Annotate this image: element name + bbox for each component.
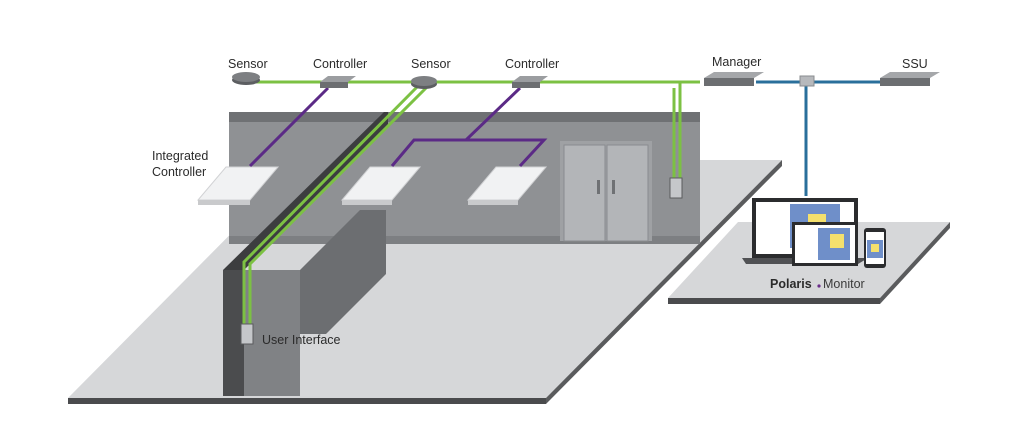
polaris-monitor-logo: Polaris Monitor	[770, 277, 865, 291]
wall-switch-partition	[240, 323, 254, 345]
phone-screen-map-hl	[871, 244, 879, 252]
controller-mid	[512, 76, 548, 82]
tablet-screen-map-hl	[830, 234, 844, 248]
label-integrated-controller-1: Integrated	[152, 149, 208, 163]
sensor-left-top	[232, 72, 260, 82]
brand-name-bold: Polaris	[770, 277, 812, 291]
sensor-mid-top	[411, 76, 437, 86]
ssu-box-front	[880, 78, 930, 86]
label-manager: Manager	[712, 55, 761, 69]
label-user-interface: User Interface	[262, 333, 341, 347]
back-wall-top	[229, 112, 700, 122]
monitor-floor-side-edge	[880, 222, 950, 304]
brand-name-light: Monitor	[823, 277, 865, 291]
partition-wall-side	[300, 210, 386, 334]
purple-cable-mid	[390, 86, 522, 167]
partition-wall-face	[223, 112, 388, 270]
light-fixture-right-edge	[468, 200, 518, 205]
main-floor-side-edge	[546, 160, 782, 404]
light-fixture-mid-edge	[342, 200, 392, 205]
purple-cable-right	[466, 138, 548, 168]
partition-wall-end	[223, 270, 244, 396]
manager-box-front	[704, 78, 754, 86]
green-cable-down-1	[242, 84, 420, 326]
label-ssu: SSU	[902, 57, 928, 71]
label-controller-left: Controller	[313, 57, 367, 71]
door-handle-right	[612, 180, 615, 194]
manager-box	[704, 72, 764, 78]
controller-left-front	[320, 82, 348, 88]
door-handle-left	[597, 180, 600, 194]
controller-left	[320, 76, 356, 82]
light-fixture-left-edge	[198, 200, 250, 205]
monitor-floor-edge	[668, 298, 880, 304]
ssu-box	[880, 72, 940, 78]
label-sensor-left: Sensor	[228, 57, 268, 71]
back-wall-shadow	[229, 236, 700, 244]
green-cable-down-2	[248, 84, 430, 326]
label-integrated-controller-2: Controller	[152, 165, 206, 179]
controller-mid-front	[512, 82, 540, 88]
wall-switch-door	[669, 177, 683, 199]
label-controller-mid: Controller	[505, 57, 559, 71]
main-floor-edge	[68, 398, 546, 404]
label-sensor-mid: Sensor	[411, 57, 451, 71]
brand-dot-icon	[817, 284, 821, 288]
purple-cable-left	[248, 86, 330, 168]
blue-junction	[799, 75, 815, 87]
